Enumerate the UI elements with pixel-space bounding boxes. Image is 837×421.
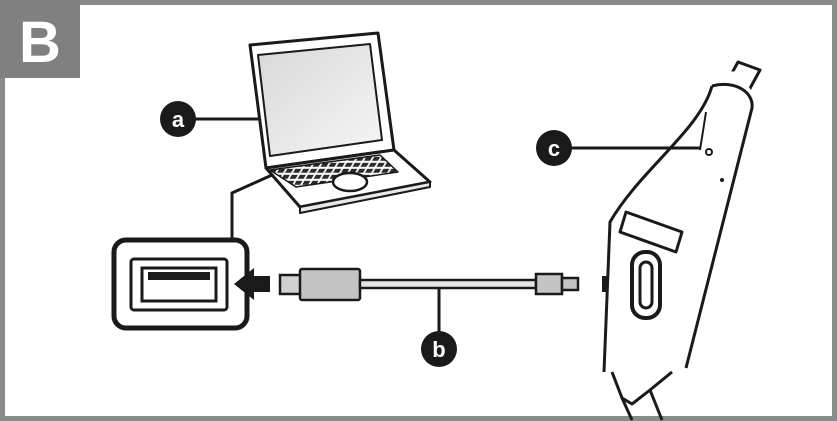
callout-a-marker bbox=[160, 101, 196, 137]
panel-label: B bbox=[19, 10, 61, 75]
arrow-left-icon bbox=[234, 268, 270, 300]
port-leader-line bbox=[230, 173, 273, 242]
neckband-earphones-icon bbox=[602, 60, 762, 421]
panel-label-box bbox=[0, 0, 80, 78]
callout-b-marker bbox=[421, 331, 457, 367]
callout-c-marker bbox=[536, 130, 572, 166]
usb-cable-icon bbox=[278, 267, 580, 302]
callout-a-label: a bbox=[172, 107, 185, 132]
callout-b-label: b bbox=[432, 337, 445, 362]
usb-a-port-icon bbox=[111, 237, 250, 331]
callout-c-label: c bbox=[548, 136, 560, 161]
laptop-icon bbox=[248, 31, 432, 214]
